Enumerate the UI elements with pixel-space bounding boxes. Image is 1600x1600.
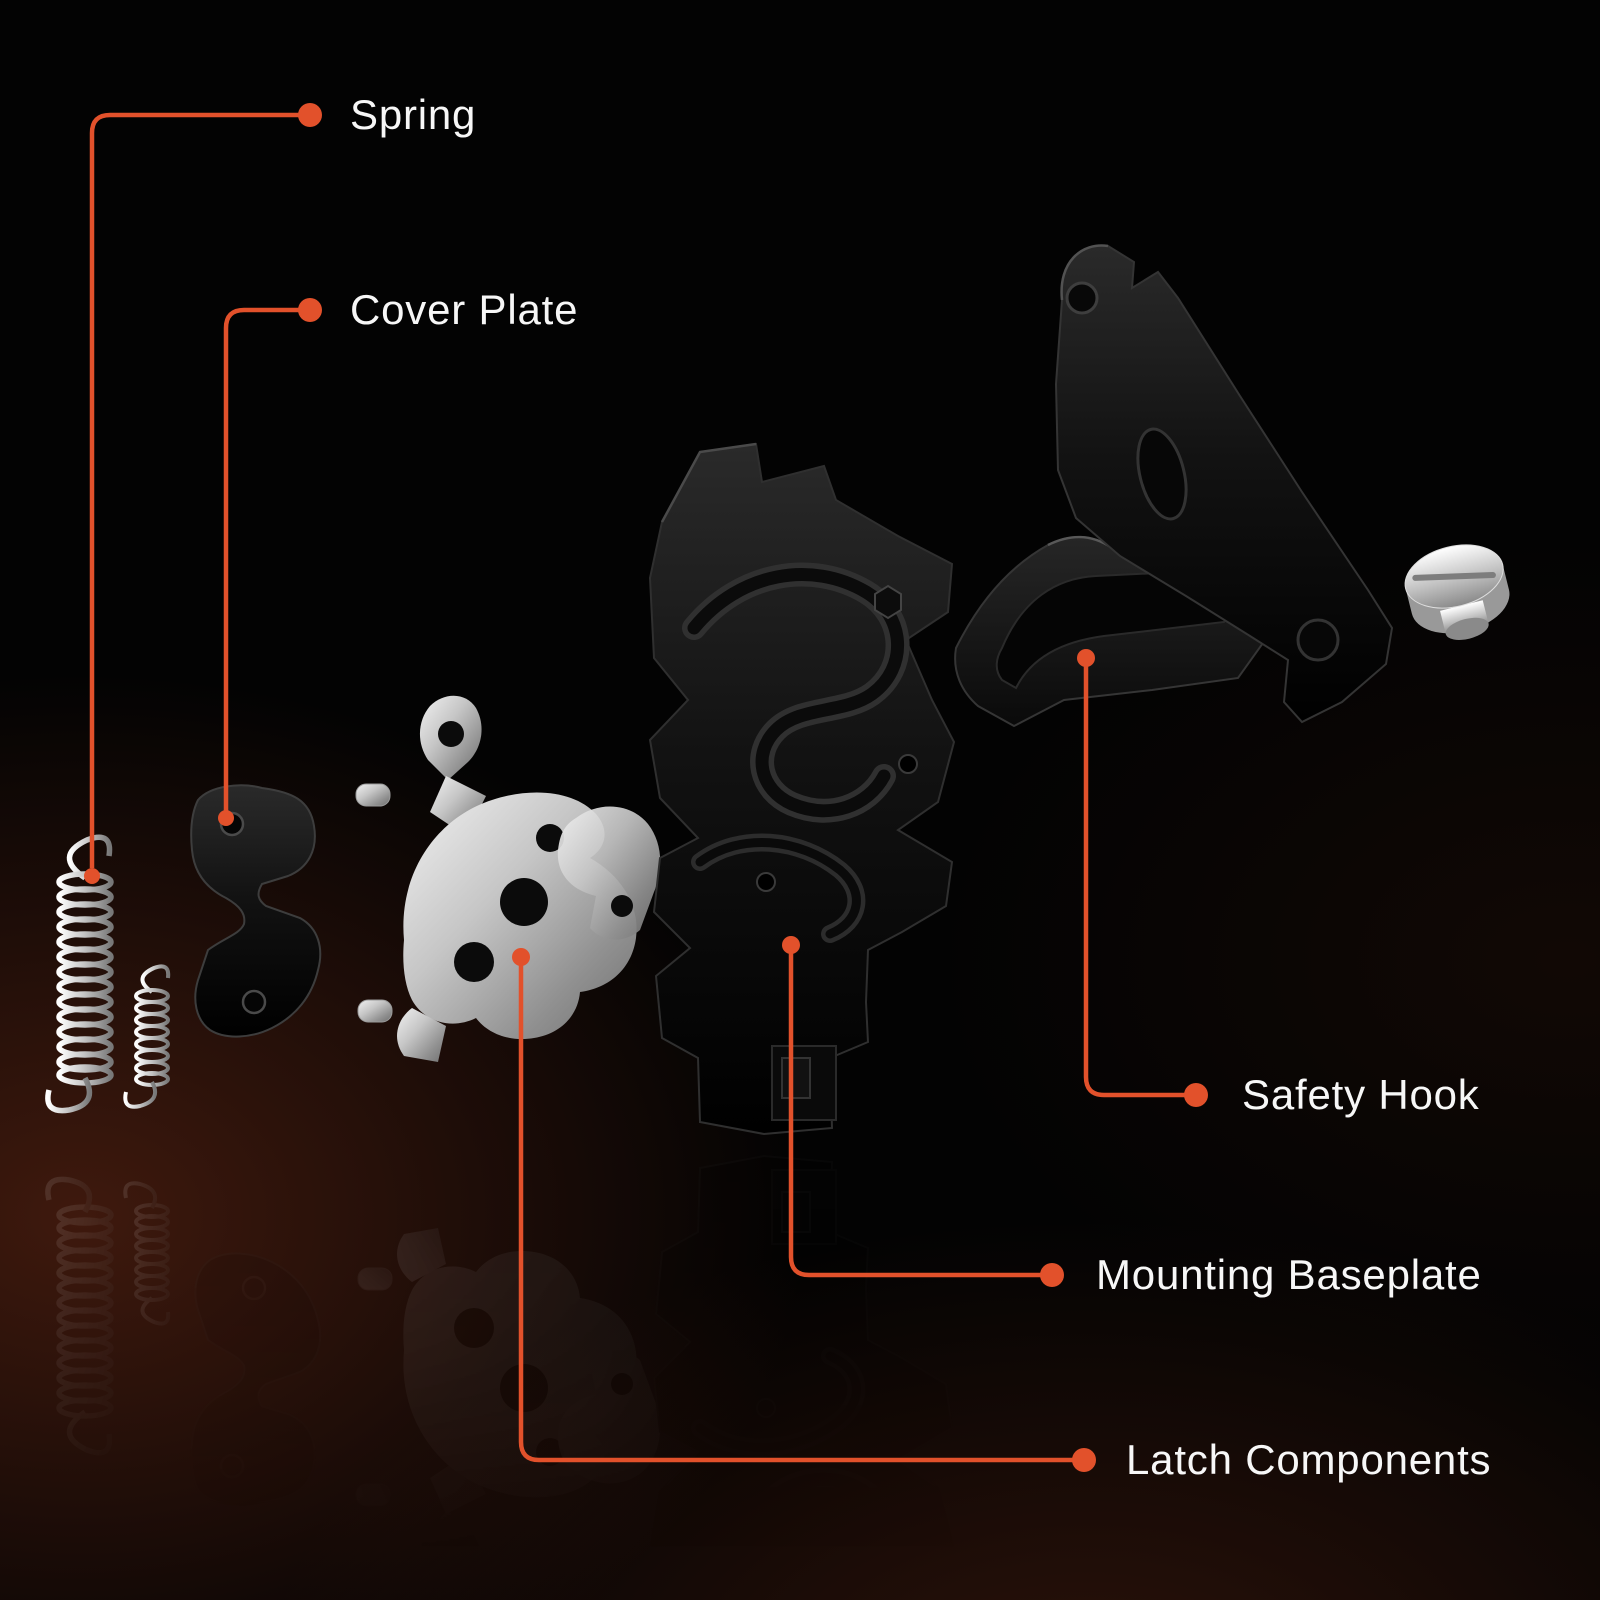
- spring-part: [45, 834, 111, 1114]
- bolt-part: [1404, 544, 1510, 640]
- callout-dot: [512, 948, 530, 966]
- callout-latch-components: [512, 948, 1096, 1472]
- callout-dot: [1040, 1263, 1064, 1287]
- label-latch-components: Latch Components: [1126, 1436, 1492, 1483]
- latch-hook-part: [557, 806, 661, 940]
- callout-dot: [218, 810, 234, 826]
- label-mounting-baseplate: Mounting Baseplate: [1096, 1251, 1482, 1298]
- small-spring-part: [123, 964, 171, 1109]
- callout-dot: [1184, 1083, 1208, 1107]
- callout-mounting-baseplate: [782, 936, 1064, 1287]
- callout-cover-plate: [218, 298, 322, 826]
- callout-dot: [84, 868, 100, 884]
- label-spring: Spring: [350, 91, 477, 138]
- callout-dot: [298, 103, 322, 127]
- callout-spring: [84, 103, 322, 884]
- label-cover-plate: Cover Plate: [350, 286, 579, 333]
- callout-dot: [1072, 1448, 1096, 1472]
- reflection: [48, 1156, 1518, 1600]
- label-safety-hook: Safety Hook: [1242, 1071, 1480, 1118]
- upper-bracket-part: [1054, 244, 1394, 724]
- callout-dot: [298, 298, 322, 322]
- callout-safety-hook: [1077, 649, 1208, 1107]
- rivet-pins: [355, 783, 393, 1023]
- parts-assembly: [45, 244, 1510, 1136]
- mounting-baseplate-part: [648, 442, 956, 1136]
- callout-dot: [782, 936, 800, 954]
- cover-plate-part: [190, 784, 322, 1038]
- callout-dot: [1077, 649, 1095, 667]
